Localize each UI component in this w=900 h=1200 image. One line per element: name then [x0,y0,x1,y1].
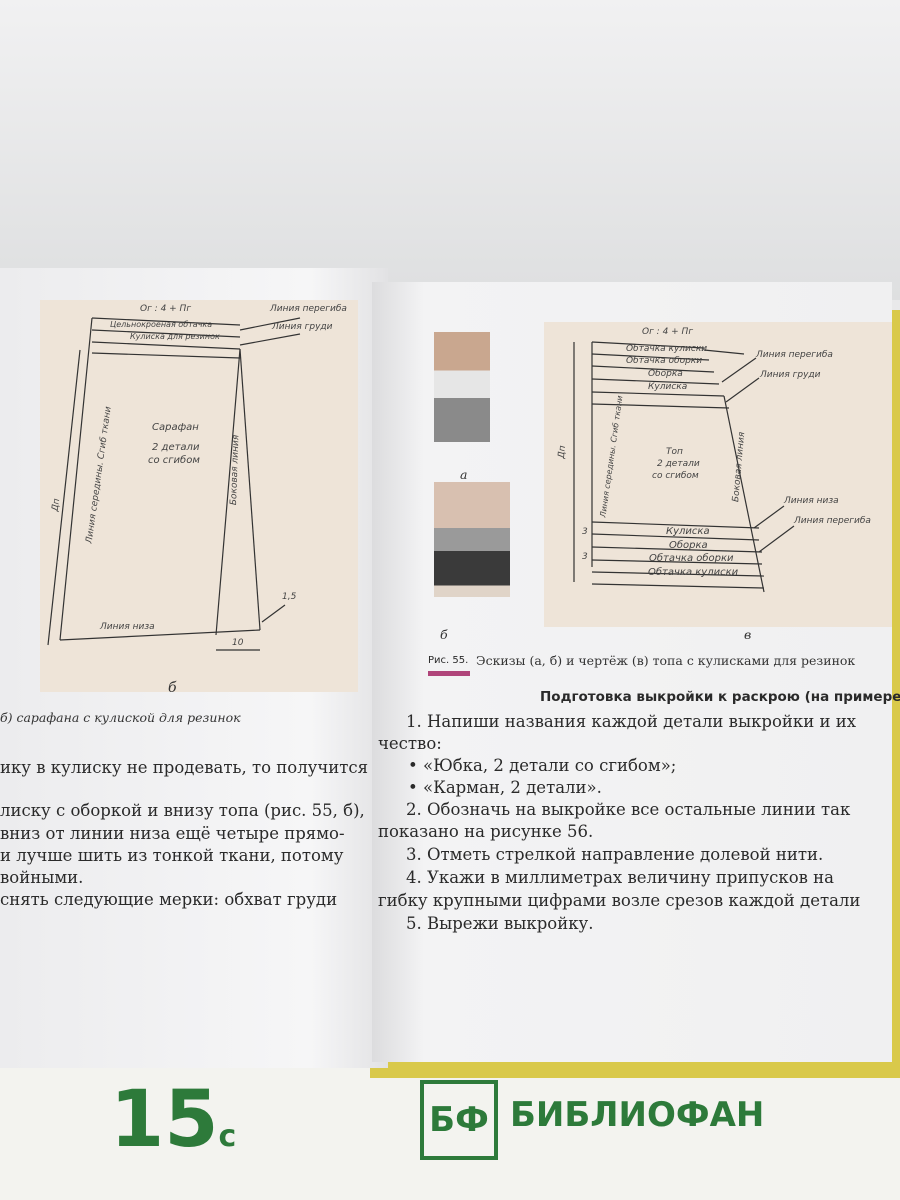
sarafan-pattern-drawing [47,317,301,651]
bust-line-label: Линия груди [760,370,821,380]
text-line: 5. Вырежи выкройку. [406,914,594,933]
band-label: Кулиска [648,382,688,392]
top-pattern-figure: Ог : 4 + Пг Обтачка кулиски Обтачка обор… [544,322,892,627]
length-label: Дп [556,445,569,459]
sketch-b-letter: б [440,627,448,642]
band-label: Обтачка оборки [626,356,703,366]
section-heading: Подготовка выкройки к раскрою (на пример… [540,689,900,705]
piece-count: 2 детали [152,442,200,453]
table-background [0,0,900,300]
text-line: 3. Отметь стрелкой направление долевой н… [406,845,824,864]
text-line: вниз от линии низа ещё четыре прямо- [0,824,345,843]
text-line: и лучше шить из тонкой ткани, потому [0,846,344,865]
text-line: чество: [378,734,442,753]
text-line: гибку крупными цифрами возле срезов кажд… [378,891,861,910]
piece-count: 2 детали [657,459,700,469]
band-label: Оборка [648,369,683,379]
piece-fold: со сгибом [652,471,699,481]
sketch-b-image [434,482,510,597]
band-label: Кулиска для резинок [130,332,220,341]
fold-line-label-2: Линия перегиба [794,516,871,526]
dimension-label: 1,5 [282,592,297,602]
dimension-label: 3 [582,527,588,537]
series-number: 15 [110,1075,219,1165]
width-formula: Ог : 4 + Пг [140,304,192,314]
fold-line-label: Линия перегиба [270,304,347,314]
width-formula: Ог : 4 + Пг [642,327,694,337]
hem-line-label: Линия низа [784,496,839,506]
list-item: • «Карман, 2 детали». [408,778,602,797]
sketch-a-image [434,332,490,442]
publisher-name: БИБЛИОФАН [510,1095,765,1135]
band-label: Цельнокроеная обтачка [110,320,213,329]
sarafan-pattern-figure: Ог : 4 + Пг Цельнокроеная обтачка Кулиск… [40,300,358,692]
dimension-label: 10 [232,638,244,648]
text-line: показано на рисунке 56. [378,822,594,841]
text-line: снять следующие мерки: обхват груди [0,890,338,909]
piece-title: Сарафан [152,422,199,433]
length-label: Дп [50,497,63,513]
text-line: 4. Укажи в миллиметрах величину припуско… [406,868,834,887]
text-line: ику в кулиску не продевать, то получится [0,758,369,777]
series-suffix: с [218,1119,237,1154]
piece-title: Топ [666,447,683,457]
caption-prefix: Рис. 55. [428,655,469,666]
series-logo: 15с [110,1075,236,1165]
band-label: Обтачка кулиски [626,344,708,354]
fold-line-label: Линия перегиба [756,350,833,360]
figure-letter: в [744,627,752,642]
hem-line-label: Линия низа [100,622,155,632]
text-line: 2. Обозначь на выкройке все остальные ли… [406,800,851,819]
band-label: Кулиска [666,526,710,537]
band-label: Обтачка оборки [649,553,734,564]
band-label: Оборка [669,540,708,551]
bust-line-label: Линия груди [272,322,333,332]
right-page: а б [372,282,900,1062]
publisher-logo-mark: БФ [420,1080,498,1160]
figure-caption: б) сарафана с кулиской для резинок [0,710,241,725]
figure-caption: Эскизы (а, б) и чертёж (в) топа с кулиск… [476,653,856,668]
sketch-a-letter: а [460,467,468,482]
band-label: Обтачка кулиски [648,567,739,578]
text-line: лиску с оборкой и внизу топа (рис. 55, б… [0,801,365,820]
left-page: Ог : 4 + Пг Цельнокроеная обтачка Кулиск… [0,268,388,1068]
text-line: войными. [0,868,84,887]
list-item: • «Юбка, 2 детали со сгибом»; [408,756,677,775]
caption-accent-bar [428,671,470,676]
top-pattern-drawing [573,341,795,593]
piece-fold: со сгибом [148,455,200,466]
figure-letter: б [168,680,177,696]
text-line: 1. Напиши названия каждой детали выкройк… [406,712,857,731]
dimension-label: 3 [582,552,588,562]
